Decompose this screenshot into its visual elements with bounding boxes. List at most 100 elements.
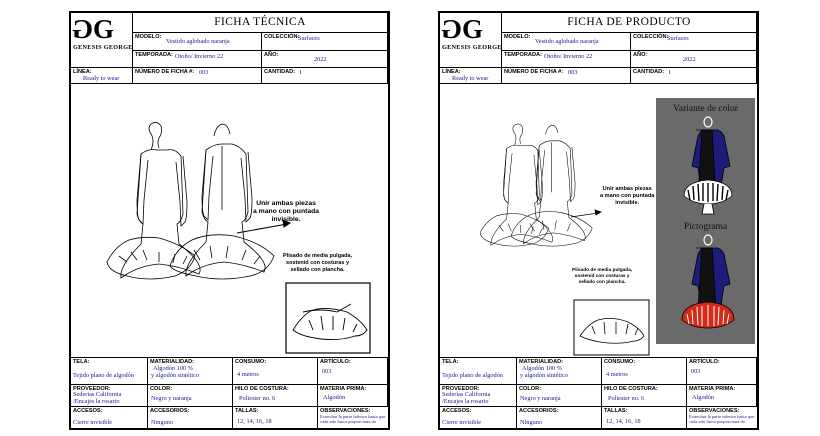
- title-cell: FICHA DE PRODUCTO: [502, 13, 757, 33]
- color-cell: COLOR: Negro y naranja: [148, 385, 233, 407]
- tela-cell: TELA: Tejido plano de algodón: [440, 358, 517, 385]
- hilo-cell: HILO DE COSTURA: Poliester no. 6: [602, 385, 687, 407]
- product-sheet: GG GENESIS GEORGE FICHA DE PRODUCTO MODE…: [438, 11, 759, 430]
- color-variant-dresses: [681, 116, 735, 329]
- tallas-cell: TALLAS: 12, 14, 16, 18: [602, 407, 687, 428]
- proveedor-cell: PROVEEDOR: Sederias California /Encajes …: [440, 385, 517, 407]
- modelo-value: Vestido aglobado naranja: [166, 38, 230, 45]
- temporada-label: TEMPORADA:: [135, 52, 173, 58]
- join-note-line: invisible.: [271, 216, 301, 223]
- dress-sketches: [479, 123, 650, 356]
- observaciones-cell: OBSERVACIONES: Estrechar la parte inferi…: [318, 407, 388, 428]
- linea-label: LÍNEA:: [442, 69, 461, 75]
- tallas-label: TALLAS:: [235, 408, 259, 414]
- observaciones-label: OBSERVACIONES:: [320, 408, 371, 414]
- join-note-line: invisible.: [615, 200, 640, 206]
- pleat-note-line: Plisado de media pulgada,: [283, 253, 353, 259]
- coleccion-cell: COLECCIÓN: Surfaces: [631, 33, 757, 51]
- materialidad-label: MATERIALIDAD:: [519, 359, 564, 365]
- ficha-cell: NÚMERO DE FICHA #: 003: [502, 68, 631, 84]
- accesorios-cell: ACCESORIOS: Ninguno: [148, 407, 233, 428]
- consumo-label: CONSUMO:: [235, 359, 267, 365]
- sheet-title: FICHA TÉCNICA: [214, 16, 306, 28]
- modelo-cell: MODELO: Vestido aglobado naranja: [502, 33, 631, 51]
- front-dress-sketch: [106, 122, 201, 280]
- hilo-label: HILO DE COSTURA:: [604, 386, 658, 392]
- tallas-value: 12, 14, 16, 18: [606, 418, 641, 425]
- accesorios-cell: ACCESORIOS: Ninguno: [517, 407, 602, 428]
- pleat-note-line: sellado con plancha.: [578, 280, 626, 285]
- materialidad-cell: MATERIALIDAD: Algodón 100 % y algodón si…: [148, 358, 233, 385]
- temporada-cell: TEMPORADA: Otoño/ Invierno 22: [133, 51, 262, 68]
- color-cell: COLOR: Negro y naranja: [517, 385, 602, 407]
- materialidad-value: Algodón 100 %: [153, 365, 193, 372]
- anio-value: 2022: [683, 56, 696, 63]
- linea-value: Ready to wear: [452, 75, 489, 82]
- materia-value: Algodón: [323, 394, 346, 401]
- materia-value: Algodón: [692, 394, 715, 401]
- tela-value: Tejido plano de algodón: [442, 372, 503, 379]
- materia-cell: MATERIA PRIMA: Algodón: [687, 385, 757, 407]
- materia-cell: MATERIA PRIMA: Algodón: [318, 385, 388, 407]
- proveedor-value: Sederias California: [73, 391, 122, 398]
- temporada-value: Otoño/ Invierno 22: [175, 53, 224, 60]
- materia-label: MATERIA PRIMA:: [320, 386, 367, 392]
- title-cell: FICHA TÉCNICA: [133, 13, 388, 33]
- materialidad-value: y algodón sintético: [151, 372, 199, 379]
- cantidad-cell: CANTIDAD: 1: [262, 68, 388, 84]
- variant-dress-white: [683, 116, 733, 215]
- anio-cell: AÑO: 2022: [631, 51, 757, 68]
- anio-value: 2022: [314, 56, 327, 63]
- anio-label: AÑO:: [264, 52, 279, 58]
- hilo-cell: HILO DE COSTURA: Poliester no. 6: [233, 385, 318, 407]
- technical-sheet: GG GENESIS GEORGE FICHA TÉCNICA MODELO: …: [69, 11, 390, 430]
- observaciones-cell: OBSERVACIONES: Estrechar la parte inferi…: [687, 407, 757, 428]
- join-note: Unir ambas piezas a mano con puntada inv…: [253, 200, 319, 224]
- accesos-value: Cierre invisible: [442, 419, 481, 426]
- articulo-label: ARTÍCULO:: [320, 359, 351, 365]
- drawing-area: Unir ambas piezas a mano con puntada inv…: [71, 84, 388, 358]
- cantidad-cell: CANTIDAD: 1: [631, 68, 757, 84]
- temporada-cell: TEMPORADA: Otoño/ Invierno 22: [502, 51, 631, 68]
- tela-cell: TELA: Tejido plano de algodón: [71, 358, 148, 385]
- back-dress-sketch: [510, 124, 593, 247]
- coleccion-cell: COLECCIÓN: Surfaces: [262, 33, 388, 51]
- articulo-label: ARTÍCULO:: [689, 359, 720, 365]
- color-value: Negro y naranja: [151, 395, 192, 402]
- proveedor-label: PROVEEDOR:: [73, 386, 111, 392]
- accesos-cell: ACCESOS: Cierre invisible: [71, 407, 148, 428]
- proveedor-value: /Encajes la rosario: [73, 398, 120, 405]
- linea-label: LÍNEA:: [73, 69, 92, 75]
- pleat-detail-sketch: [285, 282, 371, 354]
- pleat-note-line: sostenid con costuras y: [286, 260, 350, 266]
- hilo-label: HILO DE COSTURA:: [235, 386, 289, 392]
- hilo-value: Poliester no. 6: [608, 395, 645, 402]
- materialidad-cell: MATERIALIDAD: Algodón 100 % y algodón si…: [517, 358, 602, 385]
- ficha-label: NÚMERO DE FICHA #:: [504, 69, 564, 75]
- back-dress-sketch: [169, 123, 275, 280]
- accesorios-label: ACCESORIOS:: [519, 408, 559, 414]
- modelo-value: Vestido aglobado naranja: [535, 38, 599, 45]
- materia-label: MATERIA PRIMA:: [689, 386, 736, 392]
- join-note: Unir ambas piezas a mano con puntada inv…: [600, 186, 654, 207]
- dress-sketches: [106, 122, 371, 354]
- variant-dress-orange: [681, 234, 735, 329]
- pleat-note-line: sellado con plancha.: [290, 267, 345, 273]
- cantidad-label: CANTIDAD:: [633, 69, 665, 75]
- pleat-note-line: Plisado de media pulgada,: [572, 268, 633, 273]
- cantidad-label: CANTIDAD:: [264, 69, 296, 75]
- accesos-cell: ACCESOS: Cierre invisible: [440, 407, 517, 428]
- consumo-cell: CONSUMO: 4 metros: [233, 358, 318, 385]
- materialidad-value: Algodón 100 %: [522, 365, 562, 372]
- tallas-cell: TALLAS: 12, 14, 16, 18: [233, 407, 318, 428]
- pleat-detail-sketch: [573, 299, 650, 356]
- tela-label: TELA:: [442, 359, 459, 365]
- tallas-value: 12, 14, 16, 18: [237, 418, 272, 425]
- logo-text: GENESIS GEORGE: [442, 44, 502, 51]
- observaciones-value: Estrechar la parte inferior hasta que ca…: [320, 414, 386, 424]
- join-note-line: Unir ambas piezas: [256, 200, 316, 207]
- color-variant-panel: Variante de color Pictograma: [656, 98, 755, 344]
- accesorios-value: Ninguno: [151, 419, 174, 426]
- modelo-label: MODELO:: [135, 34, 162, 40]
- tallas-label: TALLAS:: [604, 408, 628, 414]
